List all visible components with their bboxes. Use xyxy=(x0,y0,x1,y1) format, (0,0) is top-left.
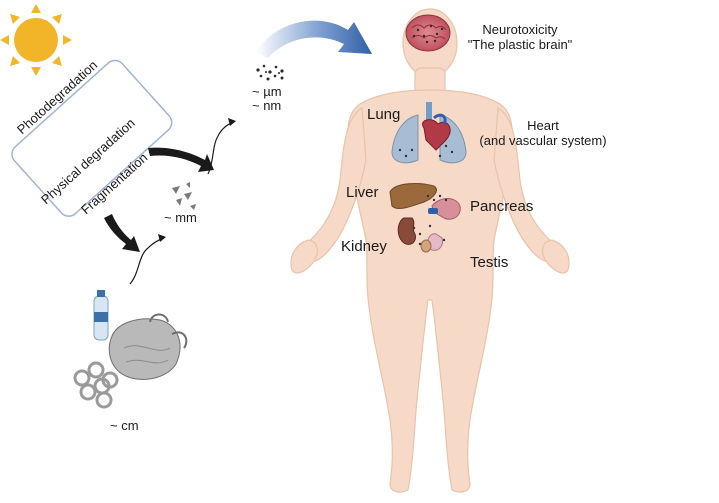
process-steps: Photodegradation Physical degradation Fr… xyxy=(14,57,162,217)
organ-label-lung: Lung xyxy=(367,106,401,123)
sun-icon xyxy=(0,4,72,76)
brain-label: Neurotoxicity "The plastic brain" xyxy=(440,22,600,52)
arrow-cm-to-mm xyxy=(129,237,165,285)
degradation-process-box xyxy=(11,59,173,217)
arrow-mm-to-micro xyxy=(207,121,235,175)
step-photodegradation: Photodegradation xyxy=(14,57,101,138)
liver-icon xyxy=(389,183,437,209)
organ-label-kidney: Kidney xyxy=(341,238,387,255)
arrow-cm-to-mm-head xyxy=(158,234,166,242)
size-label-micro: ~ µm xyxy=(252,84,282,99)
arrow-mm-to-micro-head xyxy=(228,118,236,126)
organ-label-testis: Testis xyxy=(470,254,509,271)
plastic-fragments-icon xyxy=(172,182,196,210)
arrow-box-to-mm xyxy=(148,147,214,172)
heart-label-line2: (and vascular system) xyxy=(479,133,607,148)
heart-icon xyxy=(422,113,451,151)
brain-label-line2: "The plastic brain" xyxy=(467,37,573,52)
heart-label: Heart (and vascular system) xyxy=(468,118,618,148)
testis-icon xyxy=(420,239,432,253)
organ-label-pancreas: Pancreas xyxy=(470,198,534,215)
step-physical-degradation: Physical degradation xyxy=(38,115,138,208)
brain-label-line1: Neurotoxicity xyxy=(482,22,558,37)
brain-icon xyxy=(405,14,451,52)
particles-icon xyxy=(256,64,284,81)
organ-label-liver: Liver xyxy=(346,184,379,201)
plastic-bottle-icon xyxy=(93,290,109,341)
size-label-mm: ~ mm xyxy=(164,210,197,225)
plastic-bag-icon xyxy=(108,313,188,380)
arrow-to-body xyxy=(256,20,372,58)
size-label-cm: ~ cm xyxy=(110,418,139,433)
arrow-box-to-cm xyxy=(104,214,140,252)
heart-label-line1: Heart xyxy=(527,118,559,133)
human-body xyxy=(290,8,570,493)
six-pack-rings-icon xyxy=(73,361,119,409)
pancreas-icon xyxy=(428,198,461,220)
size-label-nano: ~ nm xyxy=(252,98,282,113)
organ-particles xyxy=(398,144,454,246)
